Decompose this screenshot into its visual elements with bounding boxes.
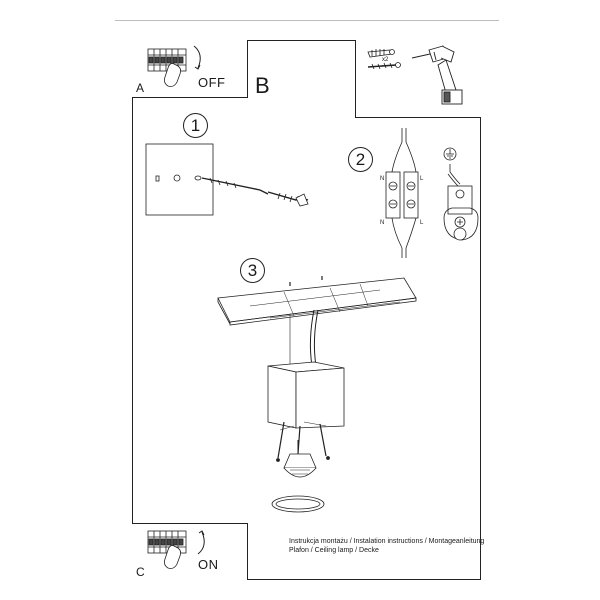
plate-hole-right [194,175,202,181]
neutral-label-bottom: N [380,220,384,226]
caption-instructions: Instrukcja montażu / Instalation instruc… [289,538,485,545]
panel-a-breaker-off: A OFF [132,40,248,98]
panel-c-letter: C [136,565,145,579]
instruction-frame [132,40,481,580]
gu10-bulb-icon [283,453,317,469]
step-3-marker: 3 [240,258,265,283]
drill-icon [411,45,463,105]
lamp-box-left [267,365,297,429]
top-rule [115,20,499,21]
live-label-bottom: L [420,220,424,226]
live-label-top: L [420,176,424,182]
screw-icon [201,177,269,195]
step-3-lamp-assembly-illustration [217,276,417,513]
lamp-box-right [295,367,345,429]
step-2-marker: 2 [348,147,373,172]
caption-product: Plafon / Ceiling lamp / Decke [289,547,379,554]
panel-b-letter: B [255,73,270,98]
breaker-on-label: ON [198,557,219,572]
wall-plug-icon [367,49,395,58]
screw-icon [367,62,401,70]
terminal-block-illustration: N L N L [380,128,424,258]
panel-a-letter: A [136,81,145,95]
ring-icon [271,495,325,513]
quantity-label: x2 [382,57,389,63]
breaker-off-label: OFF [198,75,226,90]
tools-illustration: x2 [367,45,463,105]
step-1-marker: 1 [183,113,208,138]
caption: Instrukcja montażu / Instalation instruc… [289,537,484,555]
breaker-switch-on-icon [147,530,205,569]
plate-hole-left [155,175,160,182]
panel-tools: x2 [355,40,481,118]
earth-terminal-illustration [443,147,479,241]
neutral-label-top: N [380,176,384,182]
step-1-mounting-plate-illustration [145,143,309,216]
breaker-switch-off-icon [147,45,201,87]
panel-c-breaker-on: C ON [132,523,248,580]
plate-hole-center [173,174,181,182]
